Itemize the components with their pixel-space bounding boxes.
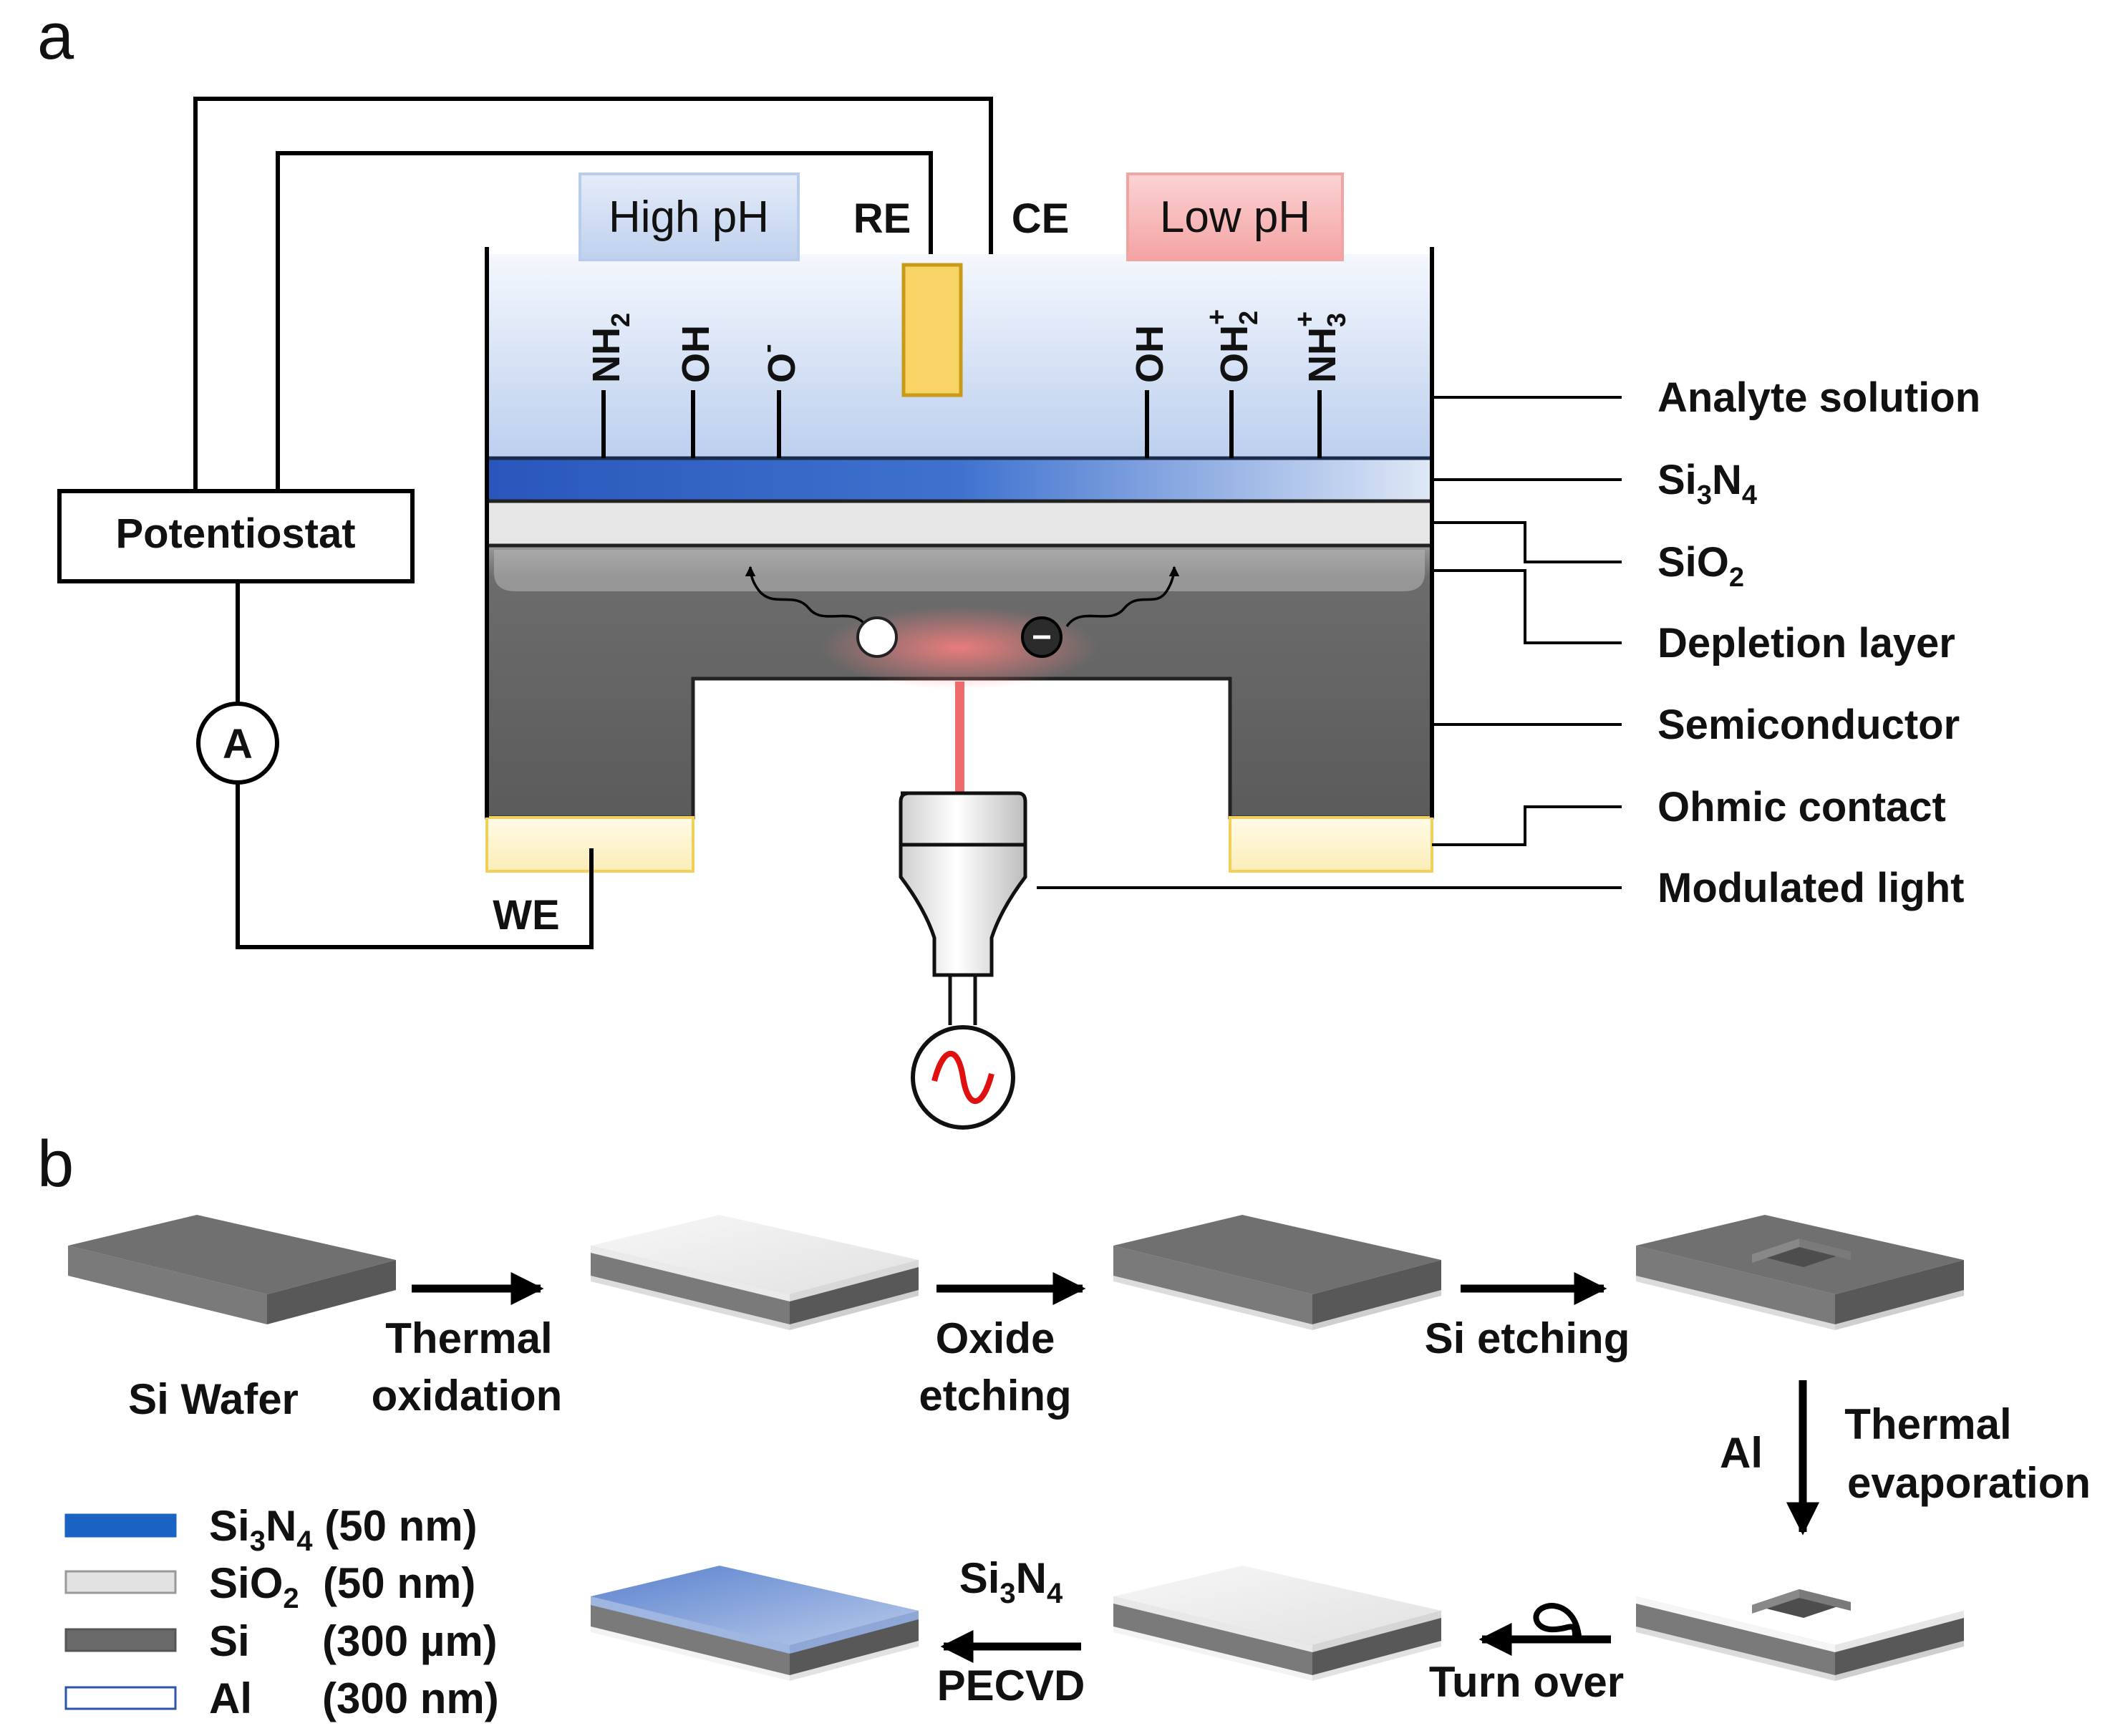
ce-wire [193,97,993,491]
step-evap-2: evaporation [1847,1459,2091,1507]
step-si-etch: Si etching [1425,1314,1630,1362]
ohmic-contact-right [1229,816,1433,873]
step-thermal-1: Thermal [385,1314,552,1362]
label-ohmic: Ohmic contact [1657,784,1946,830]
legend-value-si: (300 µm) [322,1617,498,1665]
light-source-icon [899,791,1027,1025]
step-evap-1: Thermal [1844,1400,2011,1448]
step-oxide-1: Oxide [936,1314,1055,1362]
electron-wavy-arrow [1065,566,1180,628]
legend-swatch-si [64,1628,177,1652]
legend-label-si: Si [209,1617,250,1665]
group-nh3-plus: NH3+ [1290,311,1351,383]
wafer-oxidized [591,1215,919,1294]
re-label: RE [853,195,911,242]
group-nh2: NH2 [585,313,635,383]
legend: Si3N4 (50 nm) SiO2 (50 nm) Si (300 µm) A… [64,1502,499,1722]
process-wafers [68,1215,1964,1681]
group-o-minus: O- [752,344,803,383]
reference-electrode [901,263,963,397]
ce-label: CE [1012,195,1070,242]
ammeter-icon [196,702,279,785]
process-arrows [412,1271,1820,1664]
legend-label-si3n4: Si3N4 (50 nm) [209,1502,478,1557]
low-ph-label: Low pH [1160,193,1310,242]
label-semiconductor: Semiconductor [1657,702,1960,748]
sio2-layer [485,499,1434,548]
legend-label-sio2: SiO2 (50 nm) [209,1559,475,1614]
depletion-layer [494,550,1425,591]
label-depletion: Depletion layer [1657,620,1955,666]
legend-value-al: (300 nm) [322,1674,499,1722]
si3n4-layer [485,456,1434,503]
step-turn-over: Turn over [1429,1658,1624,1706]
step-oxide-2: etching [919,1372,1071,1420]
we-label: WE [493,892,559,939]
layer-labels: Analyte solution Si3N4 SiO2 Depletion la… [1657,374,1980,911]
step-al: Al [1720,1429,1763,1477]
wafer-oxide-etched [1113,1215,1441,1294]
low-ph-box [1126,173,1344,261]
step-pecvd-chem: Si3N4 [959,1554,1063,1609]
legend-label-al: Al [209,1674,252,1722]
hole-wavy-arrow [745,566,868,628]
re-wire [276,151,933,491]
group-oh2-plus: OH2+ [1202,309,1263,383]
group-oh-left: OH [674,325,717,383]
wafer-pecvd [591,1566,919,1645]
step-wafer: Si Wafer [128,1375,299,1423]
step-pecvd: PECVD [937,1662,1085,1710]
surface-group-labels: NH2 OH O- OH OH2+ NH3+ [585,309,1351,383]
laser-beam [955,682,964,802]
legend-swatch-si3n4 [64,1513,177,1538]
surface-sticks [601,390,1322,458]
label-light: Modulated light [1657,865,1965,911]
panel-letter-a: a [37,0,74,73]
wafer-si [68,1215,396,1294]
turn-over-loop-icon [1533,1603,1582,1636]
legend-swatch-sio2 [64,1570,177,1594]
hole-icon [856,616,898,658]
label-si3n4: Si3N4 [1657,457,1757,510]
high-ph-label: High pH [609,193,769,242]
step-labels: Si Wafer Thermal oxidation Oxide etching… [128,1314,2091,1710]
group-oh-right: OH [1128,325,1171,383]
step-thermal-2: oxidation [372,1372,563,1420]
potentiostat-label: Potentiostat [115,510,355,557]
legend-swatch-al [64,1686,177,1710]
potentiostat-box [57,489,415,583]
panel-letter-b: b [37,1128,74,1201]
label-analyte: Analyte solution [1657,374,1980,421]
ammeter-label: A [223,721,253,767]
high-ph-box [579,173,800,261]
leader-lines [1037,396,1622,889]
label-sio2: SiO2 [1657,539,1744,593]
wafer-turned [1113,1566,1441,1645]
ac-source-icon [911,1025,1015,1130]
